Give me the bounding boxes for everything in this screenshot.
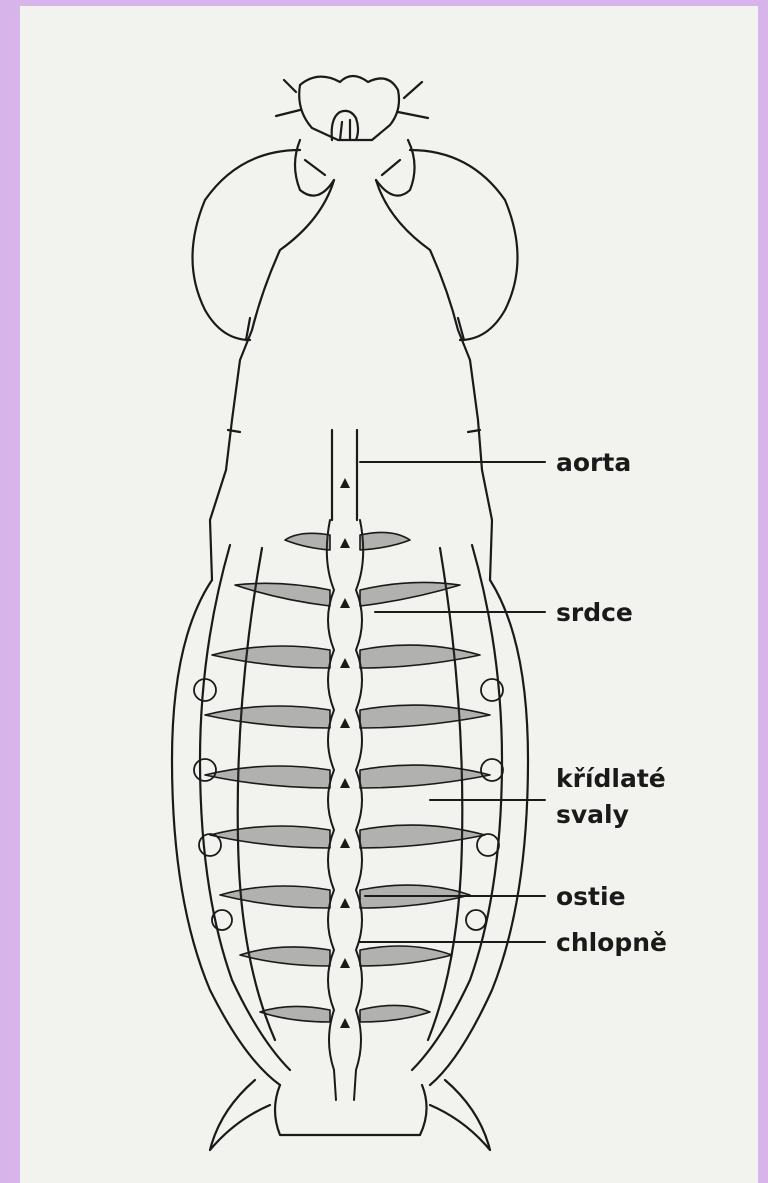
label-srdce: srdce: [556, 598, 633, 628]
aorta-vessel: [332, 430, 357, 520]
head: [276, 76, 428, 196]
label-svaly: svaly: [556, 800, 629, 830]
label-kridlate: křídlaté: [556, 764, 666, 794]
thorax: [193, 150, 518, 580]
label-chlopne: chlopně: [556, 928, 667, 958]
abdomen: [172, 545, 528, 1150]
flow-arrows: [340, 478, 350, 1028]
label-aorta: aorta: [556, 448, 631, 478]
label-ostie: ostie: [556, 882, 626, 912]
